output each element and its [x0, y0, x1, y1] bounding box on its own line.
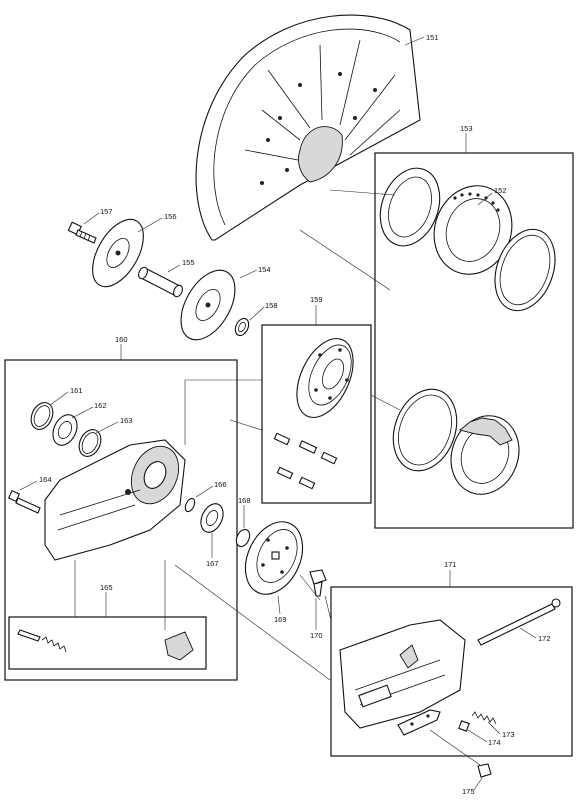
- label-159: 159: [310, 295, 323, 304]
- label-165: 165: [100, 583, 113, 592]
- pulley-169: [244, 521, 304, 595]
- inner-flange-154: [180, 269, 236, 341]
- ring-set-lower: [392, 388, 520, 495]
- outer-flange-156: [92, 218, 144, 288]
- tension-bracket: [397, 709, 441, 736]
- pulley-159: [296, 338, 354, 418]
- group-frame-159: [261, 324, 372, 504]
- label-167: 167: [206, 559, 219, 568]
- label-163: 163: [120, 416, 133, 425]
- label-174: 174: [488, 738, 501, 747]
- label-161: 161: [70, 386, 83, 395]
- group-frame-153: [374, 152, 574, 529]
- bolt-157: [67, 221, 97, 244]
- label-157: 157: [100, 207, 113, 216]
- tension-spring-165: [17, 629, 194, 661]
- circlip-161: [30, 402, 54, 430]
- label-152: 152: [494, 186, 507, 195]
- label-162: 162: [94, 401, 107, 410]
- label-164: 164: [39, 475, 52, 484]
- nut-175: [477, 763, 492, 778]
- nut-170: [309, 569, 327, 597]
- leader-lines: [19, 36, 537, 791]
- washer-166: [184, 497, 196, 513]
- label-154: 154: [258, 265, 271, 274]
- long-bolt-172: [477, 598, 561, 646]
- arm-160: [44, 439, 186, 561]
- bearing-167: [200, 503, 224, 533]
- washer-158: [234, 317, 250, 337]
- group-frame-171: [330, 586, 573, 757]
- blade-guard: [195, 14, 421, 241]
- label-169: 169: [274, 615, 287, 624]
- label-160: 160: [115, 335, 128, 344]
- label-158: 158: [265, 301, 278, 310]
- label-170: 170: [310, 631, 323, 640]
- group-frame-165: [8, 616, 207, 670]
- spring-173: [471, 711, 497, 725]
- part-labels: 151 152 153 154 155 156 157 158 159 160 …: [39, 33, 551, 796]
- label-172: 172: [538, 634, 551, 643]
- label-153: 153: [460, 124, 473, 133]
- label-151: 151: [426, 33, 439, 42]
- shaft-155: [138, 266, 183, 298]
- ring-set-upper: [379, 167, 556, 312]
- assembly-lines: [74, 189, 481, 766]
- screws-159: [273, 432, 338, 490]
- label-168: 168: [238, 496, 251, 505]
- label-155: 155: [182, 258, 195, 267]
- label-175: 175: [462, 787, 475, 796]
- label-171: 171: [444, 560, 457, 569]
- label-173: 173: [502, 730, 515, 739]
- label-166: 166: [214, 480, 227, 489]
- label-156: 156: [164, 212, 177, 221]
- nut-174: [458, 720, 470, 732]
- bearing-162: [52, 414, 78, 446]
- circlip-163: [78, 429, 102, 457]
- washer-168: [235, 528, 251, 548]
- bolt-164: [7, 489, 41, 514]
- belt-cover-171: [339, 619, 466, 729]
